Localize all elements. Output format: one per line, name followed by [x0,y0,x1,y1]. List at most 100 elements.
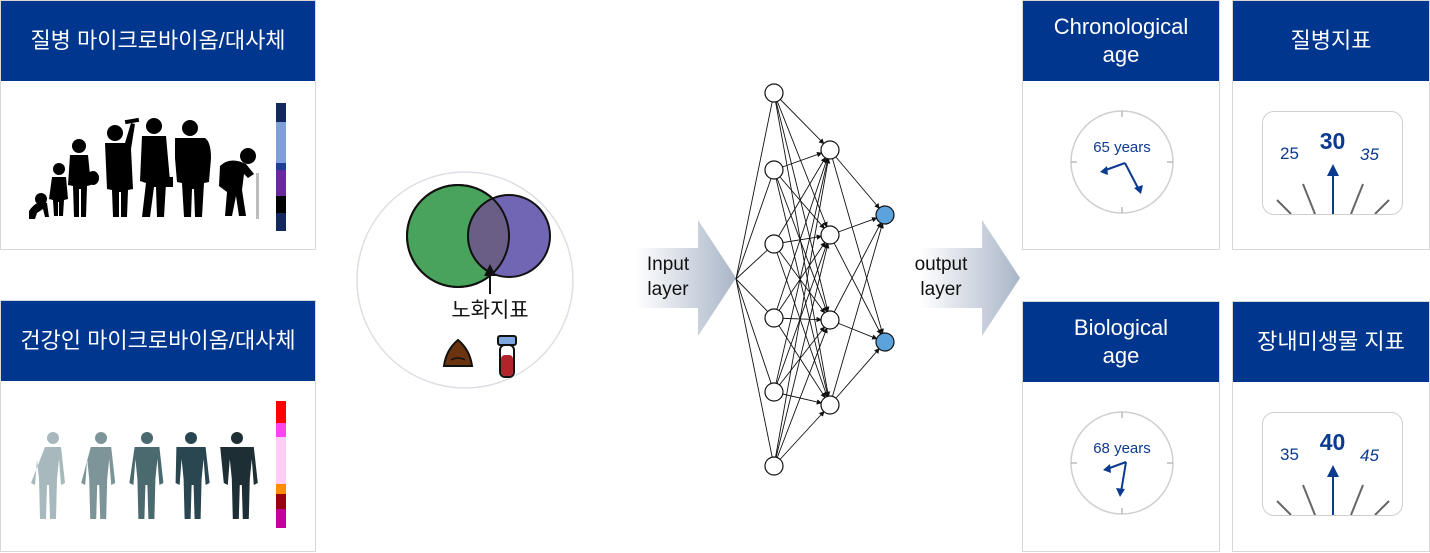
network-edge [773,156,826,245]
chronological-age-panel: Chronological age 65 years [1022,0,1220,250]
network-edge [773,317,826,399]
network-edge [773,92,831,398]
network-edge [829,222,882,321]
microbe-index-title: 장내미생물 지표 [1233,302,1429,382]
clock-icon [1070,110,1174,214]
chronological-age-value: 65 years [1093,139,1151,156]
output-node [875,205,895,225]
stool-sample-icon [442,338,474,367]
microbe-index-panel: 장내미생물 지표 35 40 45 [1232,301,1430,552]
hidden-node [820,395,840,415]
body-silhouette [175,432,210,519]
input-label-line1: Input [646,254,690,275]
color-bar-segment [276,103,286,123]
network-edge [773,169,828,313]
chronological-age-title: Chronological age [1023,1,1219,81]
network-edge [773,92,830,313]
biological-age-panel: Biological age 68 years [1022,301,1220,552]
aging-index-label: 노화지표 [451,299,529,322]
network-edge [773,410,825,467]
network-edge [773,327,828,467]
output-label-line1: output [914,254,968,275]
network-edge [829,234,882,335]
network-edge [773,92,825,145]
healthy-microbiome-panel: 건강인 마이크로바이옴/대사체 [0,300,316,552]
chronological-title-line1: Chronological [1053,14,1189,39]
hidden-node [820,140,840,160]
color-bar-segment [276,509,286,528]
output-arrow [920,220,1020,336]
gauge-left-value: 35 [1280,445,1299,464]
network-edge [735,101,773,280]
disease-microbiome-panel: 질병 마이크로바이옴/대사체 [0,0,316,250]
venn-diagram [356,171,574,389]
biological-age-title: Biological age [1023,302,1219,382]
input-node [764,234,784,254]
network-edge [773,243,826,314]
network-edge [773,242,830,467]
input-layer-label: Input layer [628,252,708,302]
gauge-needle-icon [1276,164,1390,214]
color-bar-segment [276,401,286,423]
disease-index-panel: 질병지표 25 30 35 [1232,0,1430,250]
network-edge [735,278,769,312]
gauge-center-value: 30 [1319,128,1346,154]
gauge-right-value: 35 [1360,145,1379,164]
color-bar-segment [276,196,286,213]
network-edge [829,348,880,406]
gauge-left-value: 25 [1280,144,1299,163]
color-bar-segment [276,163,286,170]
output-node [875,332,895,352]
network-edge [773,92,828,228]
biological-title-line1: Biological [1073,315,1169,340]
cane-icon [256,173,259,219]
biological-age-value: 68 years [1093,440,1151,457]
body-silhouette [31,432,65,519]
network-edge [829,149,884,335]
disease-microbiome-title: 질병 마이크로바이옴/대사체 [1,1,315,81]
input-node [764,456,784,476]
body-silhouette [129,432,164,519]
network-edge [735,278,772,384]
chronological-title-line2: age [1102,42,1140,67]
blood-tube-icon [497,335,517,378]
input-arrow [636,220,736,336]
disease-index-gauge: 25 30 35 [1262,111,1403,215]
color-bar-segment [276,437,286,484]
output-label-line2: layer [920,279,962,300]
network-edge [829,222,884,406]
network-edge [773,157,830,393]
input-node [764,83,784,103]
hidden-node [820,310,840,330]
microbe-index-gauge: 35 40 45 [1262,412,1403,516]
clock-icon [1070,411,1174,515]
body-silhouette [220,432,258,519]
network-edge [773,169,825,229]
color-bar-segment [276,484,286,494]
network-edge [735,278,773,458]
body-size-silhouettes-icon [31,432,258,519]
network-edge [829,149,880,209]
network-edge [773,157,829,319]
input-label-line2: layer [647,279,689,300]
gauge-needle-icon [1276,465,1390,515]
network-edge [735,249,768,280]
healthy-color-bar [276,401,286,528]
input-node [764,382,784,402]
disease-color-bar [276,103,286,231]
output-layer-label: output layer [901,252,981,302]
healthy-microbiome-title: 건강인 마이크로바이옴/대사체 [1,301,315,381]
disease-index-title: 질병지표 [1233,1,1429,81]
body-silhouette [81,432,116,519]
gauge-center-value: 40 [1319,429,1346,455]
network-edge [773,243,829,398]
neural-network [735,83,895,476]
input-node [764,160,784,180]
color-bar-segment [276,169,286,197]
color-bar-segment [276,212,286,231]
network-edge [735,178,772,280]
biological-title-line2: age [1102,343,1140,368]
up-arrow-icon [484,264,496,294]
gauge-right-value: 45 [1360,446,1379,465]
venn-overlap [467,194,509,278]
